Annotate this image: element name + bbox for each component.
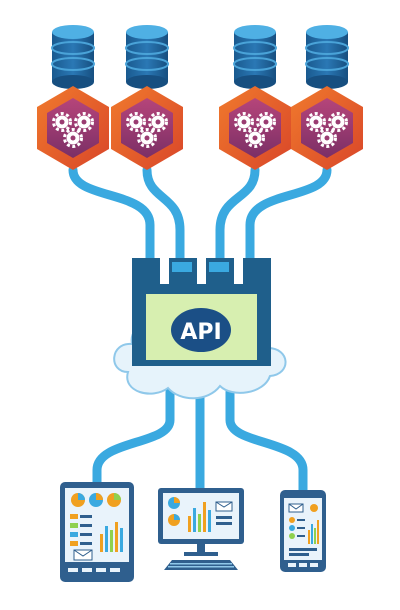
pipe-to-tablet bbox=[92, 387, 175, 495]
pipe-to-phone bbox=[225, 387, 308, 497]
desktop-monitor-icon bbox=[158, 488, 244, 570]
pipe-processor-2 bbox=[142, 165, 185, 267]
pipe-processor-4 bbox=[245, 165, 332, 267]
castle-icon bbox=[132, 258, 271, 366]
database-icon bbox=[305, 25, 349, 89]
tablet-icon bbox=[60, 482, 134, 582]
database-icon bbox=[51, 25, 95, 89]
gear-cluster-icon bbox=[291, 86, 363, 170]
lower-pipes bbox=[92, 387, 308, 497]
database-icon bbox=[233, 25, 277, 89]
gear-cluster-icon bbox=[219, 86, 291, 170]
gear-cluster-icon bbox=[37, 86, 109, 170]
api-label: API bbox=[180, 320, 221, 345]
gear-cluster-icon bbox=[111, 86, 183, 170]
upper-pipes bbox=[68, 165, 332, 267]
pipe-processor-1 bbox=[68, 165, 155, 267]
pipe-processor-3 bbox=[215, 165, 260, 267]
smartphone-icon bbox=[280, 490, 326, 572]
database-icon bbox=[125, 25, 169, 89]
